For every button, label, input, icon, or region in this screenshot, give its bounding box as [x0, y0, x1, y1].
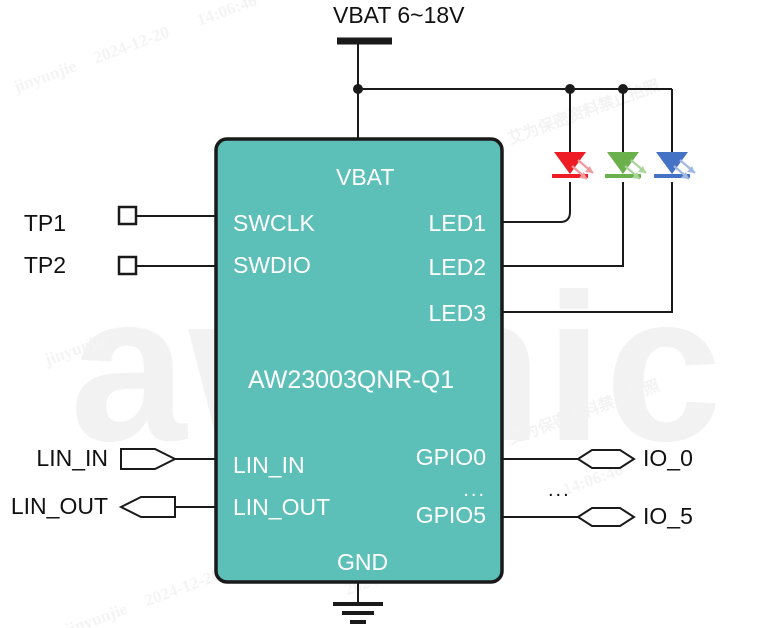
terminal-label-tp1: TP1: [24, 210, 66, 236]
connector-lin-out[interactable]: [118, 496, 176, 518]
led-blue-emission-arrows: [673, 159, 696, 180]
pin-label-gnd: GND: [337, 549, 388, 575]
pin-label-led3: LED3: [428, 300, 486, 326]
wire-led1-to-red-led: [502, 182, 571, 223]
pin-label-swdio: SWDIO: [233, 252, 311, 278]
led-green-triangle: [607, 152, 639, 174]
terminal-label-tp2: TP2: [24, 252, 66, 278]
gpio-ellipsis-outside: ...: [548, 479, 571, 501]
connector-io-5[interactable]: [576, 507, 636, 527]
pin-label-lin-out: LIN_OUT: [233, 494, 330, 520]
terminal-label-lin-out: LIN_OUT: [11, 493, 108, 519]
led-red-triangle: [554, 152, 586, 174]
pin-label-led2: LED2: [428, 254, 486, 280]
led-green[interactable]: [605, 152, 647, 180]
led-green-emission-arrows: [624, 159, 647, 180]
wire-led2-to-green-led: [502, 182, 624, 267]
led-blue-triangle: [656, 152, 688, 174]
connector-lin-in[interactable]: [120, 448, 178, 470]
led-red[interactable]: [552, 152, 594, 180]
led-red-emission-arrows: [571, 159, 594, 180]
connector-io-0[interactable]: [576, 449, 636, 469]
pin-label-led1: LED1: [428, 210, 486, 236]
test-point-pad-tp2[interactable]: [117, 255, 138, 276]
test-point-pad-tp1[interactable]: [117, 205, 138, 226]
supply-label: VBAT 6~18V: [333, 2, 465, 28]
pin-label-gpio0: GPIO0: [416, 444, 486, 470]
chip-part-number: AW23003QNR-Q1: [248, 366, 454, 394]
pin-label-vbat: VBAT: [336, 164, 394, 190]
gpio-ellipsis-inside: ...: [463, 479, 486, 501]
pin-label-lin-in: LIN_IN: [233, 452, 305, 478]
wire-led3-to-blue-led: [502, 182, 673, 313]
junction-dot-vbat: [353, 84, 363, 94]
pin-label-gpio5: GPIO5: [416, 502, 486, 528]
terminal-label-io-0: IO_0: [643, 445, 693, 471]
pin-label-swclk: SWCLK: [233, 210, 315, 236]
led-blue[interactable]: [654, 152, 696, 180]
terminal-label-lin-in: LIN_IN: [36, 445, 108, 471]
terminal-label-io-5: IO_5: [643, 503, 693, 529]
